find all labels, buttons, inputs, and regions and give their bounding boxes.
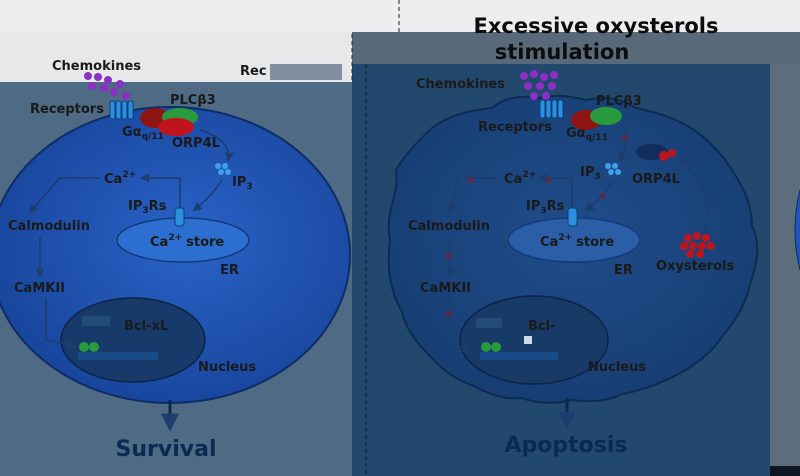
left-creb-box <box>82 316 110 326</box>
right-nucleus <box>459 295 609 385</box>
left-receptors-label: Receptors <box>30 102 104 117</box>
right-block-mark-4: ✕ <box>544 174 553 187</box>
left-bcl-label: Bcl-xL <box>124 319 168 334</box>
left-camkii-label: CaMKII <box>14 281 65 296</box>
left-orp4l-shape <box>158 118 194 136</box>
right-panel: Chemokines Receptors PLCβ3 Gαq/11 ORP4L <box>387 70 759 458</box>
left-arrow-plc-to-ip3 <box>199 129 234 162</box>
right-arrow-camkii-to-nucleus <box>449 298 472 353</box>
right-chemokine-dots <box>520 70 558 100</box>
right-orp4l-cluster <box>636 144 676 161</box>
left-tf-dots <box>79 342 99 352</box>
right-arrow-ip3-to-ip3rs <box>584 179 613 211</box>
left-panel: Chemokines Rec Receptors PLCβ3 Gαq/11 OR… <box>0 59 351 462</box>
right-arrow-ca-to-calmodulin <box>447 177 500 214</box>
right-ip3-label: IP3 <box>580 165 601 182</box>
left-nucleus-label: Nucleus <box>198 360 256 375</box>
right-galpha-label: Gαq/11 <box>566 126 608 143</box>
right-ip3-dots <box>605 163 621 175</box>
left-promoter-bar <box>78 352 158 360</box>
right-block-mark-2: ✕ <box>598 190 607 203</box>
right-ca-label: Ca2+ <box>504 170 536 187</box>
left-receptors-top-label: Rec <box>240 64 267 79</box>
right-chemokines-label: Chemokines <box>416 77 505 92</box>
right-outcome-label: Apoptosis <box>505 433 628 458</box>
right-creb-box <box>476 318 502 328</box>
right-oxysterols-label: Oxysterols <box>656 259 734 274</box>
left-ip3-dots <box>215 163 231 175</box>
left-receptors-top-artifact <box>270 64 342 80</box>
right-block-mark-5: ✕ <box>444 250 453 263</box>
top-band <box>0 0 800 32</box>
title-line2: stimulation <box>495 40 630 64</box>
left-ip3-label: IP3 <box>232 175 253 192</box>
right-nucleus-label: Nucleus <box>588 360 646 375</box>
right-arrow-oxysterols-to-orp4l <box>678 158 708 233</box>
left-arrow-store-to-ca <box>140 173 181 210</box>
right-camkii-label: CaMKII <box>420 281 471 296</box>
right-er-label: ER <box>614 263 633 278</box>
left-plcb3-label: PLCβ3 <box>170 93 216 108</box>
right-store-label: Ca2+store <box>540 233 614 250</box>
left-nucleus <box>60 297 206 383</box>
right-arrow-store-to-ca <box>538 173 573 210</box>
right-ip3rs-label: IP3Rs <box>526 199 565 216</box>
right-block-mark-6: ✕ <box>444 308 453 321</box>
left-ip3rs-label: IP3Rs <box>128 199 167 216</box>
right-plcb3-label: PLCβ3 <box>596 94 642 109</box>
left-ca-label: Ca2+ <box>104 170 136 187</box>
right-receptor-icon <box>539 99 564 119</box>
left-orp4l-label: ORP4L <box>172 136 220 151</box>
partial-cell-edge <box>794 189 800 271</box>
right-arrow-plc-to-ip3 <box>619 123 628 162</box>
left-arrow-ca-to-calmodulin <box>28 177 100 214</box>
right-bcl-label: Bcl- <box>528 319 555 334</box>
left-arrow-camkii-to-nucleus <box>45 298 76 349</box>
right-promoter-bar <box>480 352 558 360</box>
right-oxysterol-dots <box>680 232 715 258</box>
right-plcb3-shape <box>590 107 622 125</box>
left-er-label: ER <box>220 263 239 278</box>
left-galpha-label: Gαq/11 <box>122 125 164 142</box>
right-orp4l-label: ORP4L <box>632 172 680 187</box>
title-line1: Excessive oxysterols <box>474 14 719 38</box>
right-receptors-label: Receptors <box>478 120 552 135</box>
left-receptor-icon <box>109 100 134 120</box>
left-chemokines-label: Chemokines <box>52 59 141 74</box>
left-calmodulin-label: Calmodulin <box>8 219 90 234</box>
right-ip3r-channel <box>567 207 578 227</box>
left-arrow-ip3-to-ip3rs <box>192 179 223 212</box>
right-block-mark-3: ✕ <box>466 174 475 187</box>
right-tf-dots <box>481 342 501 352</box>
bottom-right-corner <box>770 466 800 476</box>
left-chemokine-dots <box>84 72 130 100</box>
right-edge-band <box>770 64 800 476</box>
right-bcl-fragment <box>524 336 532 344</box>
right-title-band <box>352 32 800 64</box>
right-calmodulin-label: Calmodulin <box>408 219 490 234</box>
left-ip3r-channel <box>174 207 185 227</box>
left-store-label: Ca2+store <box>150 233 224 250</box>
left-outcome-label: Survival <box>116 437 217 462</box>
right-block-mark-1: ✕ <box>620 132 629 145</box>
